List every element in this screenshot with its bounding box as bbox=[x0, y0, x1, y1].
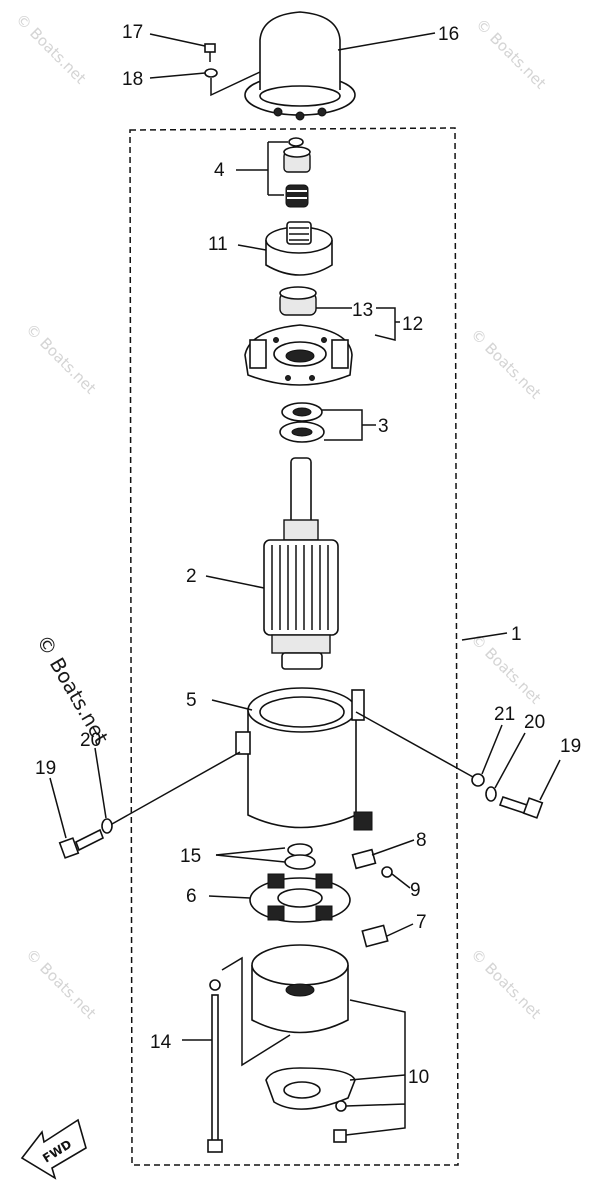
callout-12: 12 bbox=[402, 314, 423, 335]
part-11-pinion bbox=[265, 221, 333, 276]
callout-16: 16 bbox=[438, 24, 459, 45]
part-20-washer-left bbox=[101, 751, 241, 834]
part-19-bolt-left bbox=[58, 828, 105, 859]
watermark-mid-right: © Boats.net bbox=[467, 325, 545, 403]
part-9-nut bbox=[381, 866, 393, 878]
callout-4: 4 bbox=[214, 160, 225, 181]
callout-10: 10 bbox=[408, 1067, 429, 1088]
callout-1: 1 bbox=[511, 624, 522, 645]
part-10-end-cover bbox=[251, 944, 356, 1143]
part-14-through-bolt bbox=[207, 956, 291, 1153]
callout-labels: 17 18 16 4 11 13 12 3 2 1 5 21 20 19 20 … bbox=[35, 22, 581, 1088]
part-2-armature bbox=[263, 457, 339, 670]
callout-9: 9 bbox=[410, 880, 421, 901]
callout-6: 6 bbox=[186, 886, 197, 907]
watermark-top-right: © Boats.net bbox=[472, 15, 550, 93]
watermark-bottom-left: © Boats.net bbox=[22, 945, 100, 1023]
watermarks: © Boats.net © Boats.net © Boats.net © Bo… bbox=[12, 10, 550, 1023]
part-21-washer-right bbox=[355, 711, 485, 787]
callout-19-left: 19 bbox=[35, 758, 56, 779]
watermark-dark: © Boats.net bbox=[32, 631, 114, 749]
callout-21: 21 bbox=[494, 704, 515, 725]
part-6-brush-holder bbox=[249, 873, 351, 923]
part-17-screw bbox=[204, 43, 216, 62]
part-12-bracket bbox=[244, 324, 353, 386]
callout-2: 2 bbox=[186, 566, 197, 587]
part-5-yoke bbox=[235, 687, 373, 831]
callout-15: 15 bbox=[180, 846, 201, 867]
callout-18: 18 bbox=[122, 69, 143, 90]
watermark-top-left: © Boats.net bbox=[12, 10, 90, 88]
watermark-mid-left: © Boats.net bbox=[22, 320, 100, 398]
watermark-bottom-right: © Boats.net bbox=[467, 945, 545, 1023]
callout-20-right: 20 bbox=[524, 712, 545, 733]
part-13-bushing bbox=[279, 286, 317, 316]
callout-7: 7 bbox=[416, 912, 427, 933]
callout-19-right: 19 bbox=[560, 736, 581, 757]
fwd-arrow-icon: FWD bbox=[20, 1118, 87, 1180]
callout-3: 3 bbox=[378, 416, 389, 437]
leader-lines bbox=[49, 32, 561, 1136]
part-8-brush bbox=[351, 848, 377, 870]
callout-17: 17 bbox=[122, 22, 143, 43]
callout-13: 13 bbox=[352, 300, 373, 321]
part-4-collar-spring bbox=[283, 137, 311, 208]
callout-20-left: 20 bbox=[80, 730, 101, 751]
part-20-washer-right bbox=[485, 786, 497, 802]
watermark-right-lower: © Boats.net bbox=[467, 630, 545, 708]
assembly-boundary bbox=[129, 127, 459, 1166]
part-19-bolt-right bbox=[498, 795, 544, 819]
callout-8: 8 bbox=[416, 830, 427, 851]
callout-5: 5 bbox=[186, 690, 197, 711]
part-15-grommet bbox=[284, 843, 316, 870]
part-16-cap bbox=[244, 11, 356, 121]
part-7-brush bbox=[361, 924, 389, 948]
callout-14: 14 bbox=[150, 1032, 172, 1053]
callout-11: 11 bbox=[208, 234, 228, 255]
part-3-washers bbox=[279, 402, 325, 443]
